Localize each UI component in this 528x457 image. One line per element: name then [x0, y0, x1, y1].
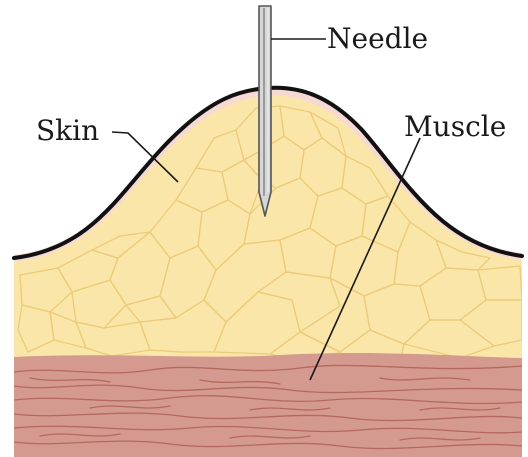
needle-label: Needle	[327, 22, 428, 55]
skin-label: Skin	[36, 114, 99, 147]
muscle-label: Muscle	[404, 110, 506, 143]
needle-icon	[259, 6, 271, 216]
